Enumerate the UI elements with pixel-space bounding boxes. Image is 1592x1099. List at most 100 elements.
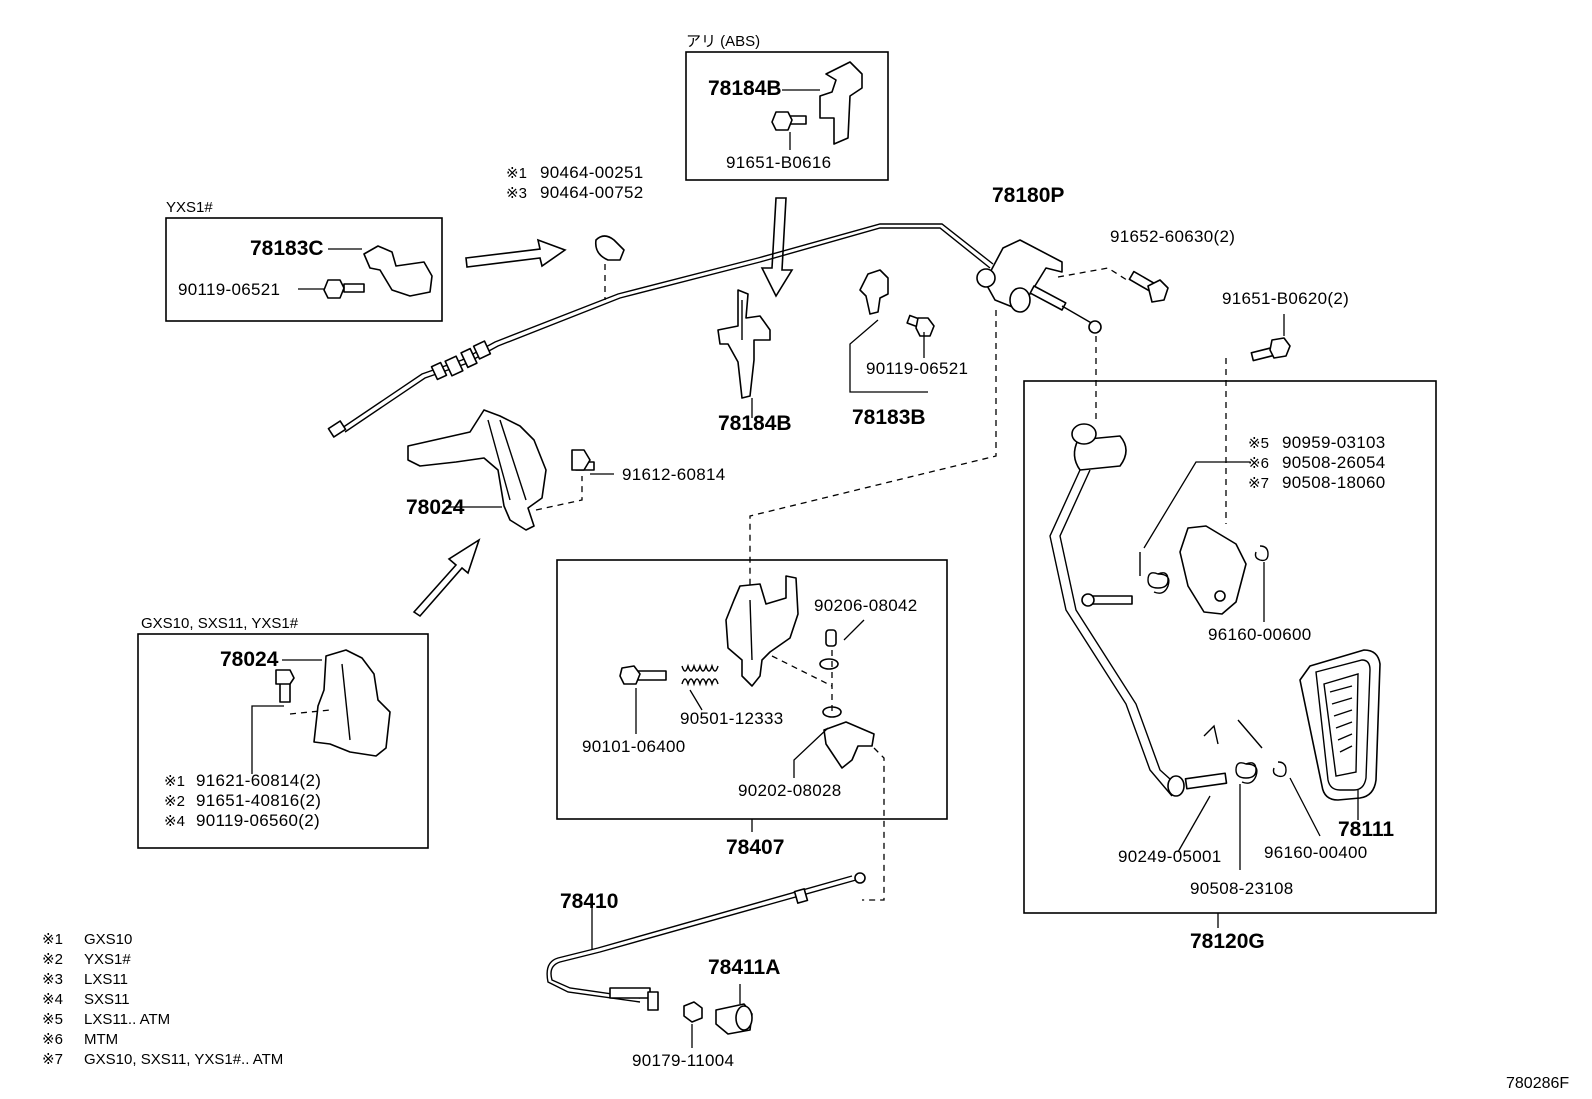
label-90119-06560: 90119-06560(2) (196, 811, 320, 830)
label-78410: 78410 (560, 890, 618, 913)
bracket-78183B (859, 269, 935, 337)
clip-96160-00400 (1272, 761, 1287, 778)
label-78024-box: 78024 (220, 648, 279, 671)
label-90206: 90206-08042 (814, 596, 918, 615)
legend-text-2: YXS1# (84, 951, 131, 968)
bolt-91652 (1128, 270, 1169, 303)
figure-reference: 780286F (1506, 1075, 1569, 1092)
label-78407: 78407 (726, 836, 784, 859)
legend-text-1: GXS10 (84, 931, 132, 948)
pedal-arm-78120G (1049, 423, 1228, 797)
legend-text-4: SXS11 (84, 991, 130, 1008)
throttle-cable-78180P (327, 223, 1102, 438)
label-91612: 91612-60814 (622, 465, 726, 484)
label-90249: 90249-05001 (1118, 847, 1222, 866)
label-96160-00400: 96160-00400 (1264, 843, 1368, 862)
label-90508-23108: 90508-23108 (1190, 879, 1294, 898)
lead-90501 (689, 689, 703, 711)
bracket-78184B (717, 289, 771, 399)
label-90179: 90179-11004 (632, 1051, 734, 1070)
clip-90464 (594, 235, 625, 261)
label-91651-B0616: 91651-B0616 (726, 153, 831, 172)
plate-hole (1214, 590, 1226, 602)
label-90501: 90501-12333 (680, 709, 784, 728)
mark-1-box: ※1 (164, 773, 185, 790)
dash-78180P-to-78407 (749, 310, 997, 586)
label-90119-06521-a: 90119-06521 (178, 280, 280, 299)
label-90508-18060: 90508-18060 (1282, 473, 1386, 492)
bracket-78024 (407, 409, 595, 531)
legend-text-6: MTM (84, 1031, 118, 1048)
spring-90508-23108 (1203, 719, 1263, 784)
label-78183B: 78183B (852, 406, 926, 429)
legend-text-5: LXS11.. ATM (84, 1011, 170, 1028)
label-91651-B0620: 91651-B0620(2) (1222, 289, 1349, 308)
pedal-pad-78111 (1299, 649, 1381, 801)
bracket-78183C (323, 245, 433, 299)
dash-91612 (535, 476, 583, 511)
bracket-78184B-abs (771, 61, 863, 145)
legend-mark-5: ※5 (42, 1011, 63, 1028)
legend-mark-6: ※6 (42, 1031, 63, 1048)
lead-90206 (843, 619, 865, 641)
abs-header: アリ (ABS) (686, 33, 760, 50)
yxs1-header: YXS1# (166, 199, 213, 216)
label-78120G: 78120G (1190, 930, 1265, 953)
label-91652: 91652-60630(2) (1110, 227, 1235, 246)
lead-91621 (251, 705, 284, 774)
label-90119-06521-b: 90119-06521 (866, 359, 968, 378)
lead-90249 (1177, 795, 1211, 853)
cable-78410 (546, 872, 866, 1011)
dash-78407-to-78410 (862, 747, 885, 901)
label-91621: 91621-60814(2) (196, 771, 321, 790)
label-90464-00251: 90464-00251 (540, 163, 644, 182)
label-78180P: 78180P (992, 184, 1064, 207)
accelerator-pedal-box (1023, 380, 1437, 914)
label-78411A: 78411A (708, 956, 780, 979)
pedal-bracket-78407 (619, 575, 875, 769)
mark-2-box: ※2 (164, 793, 185, 810)
lead-90202 (793, 727, 829, 778)
label-90101: 90101-06400 (582, 737, 686, 756)
label-91651-40816: 91651-40816(2) (196, 791, 321, 810)
dash-91652 (1057, 267, 1131, 283)
nut-90179 (683, 1001, 703, 1023)
lead-96160-00400 (1289, 777, 1321, 837)
legend-text-3: LXS11 (84, 971, 128, 988)
lead-78183B (849, 319, 928, 393)
bolt-91651-B0620 (1250, 337, 1291, 362)
label-90202: 90202-08028 (738, 781, 842, 800)
mark-7: ※7 (1248, 475, 1269, 492)
legend-mark-1: ※1 (42, 931, 63, 948)
plate-bracket (1179, 525, 1247, 615)
gxs10-header: GXS10, SXS11, YXS1# (141, 615, 299, 632)
arrow-up-right-icon (412, 538, 481, 618)
dash-78407-a (771, 655, 833, 687)
dash-78024-box (289, 709, 331, 715)
label-78183C: 78183C (250, 237, 324, 260)
arrow-right-icon (465, 238, 567, 268)
label-78024: 78024 (406, 496, 465, 519)
label-96160-00600: 96160-00600 (1208, 625, 1312, 644)
label-90508-26054: 90508-26054 (1282, 453, 1386, 472)
label-78111: 78111 (1338, 818, 1394, 841)
lead-90959 (1143, 461, 1250, 549)
abs-option-box (685, 51, 889, 181)
legend-mark-4: ※4 (42, 991, 63, 1008)
mark-4-box: ※4 (164, 813, 185, 830)
mark-1-top: ※1 (506, 165, 527, 182)
legend-mark-3: ※3 (42, 971, 63, 988)
spring-90959 (1139, 552, 1170, 594)
label-78184B-abs: 78184B (708, 77, 782, 100)
mark-5: ※5 (1248, 435, 1269, 452)
arrow-down-icon (760, 197, 794, 298)
yxs1-option-box (165, 217, 443, 322)
mark-6: ※6 (1248, 455, 1269, 472)
clip-96160-00600 (1254, 545, 1269, 562)
legend-text-7: GXS10, SXS11, YXS1#.. ATM (84, 1051, 283, 1068)
legend-mark-7: ※7 (42, 1051, 63, 1068)
label-78184B: 78184B (718, 412, 792, 435)
cap-78411A (715, 1003, 753, 1035)
label-90464-00752: 90464-00752 (540, 183, 644, 202)
